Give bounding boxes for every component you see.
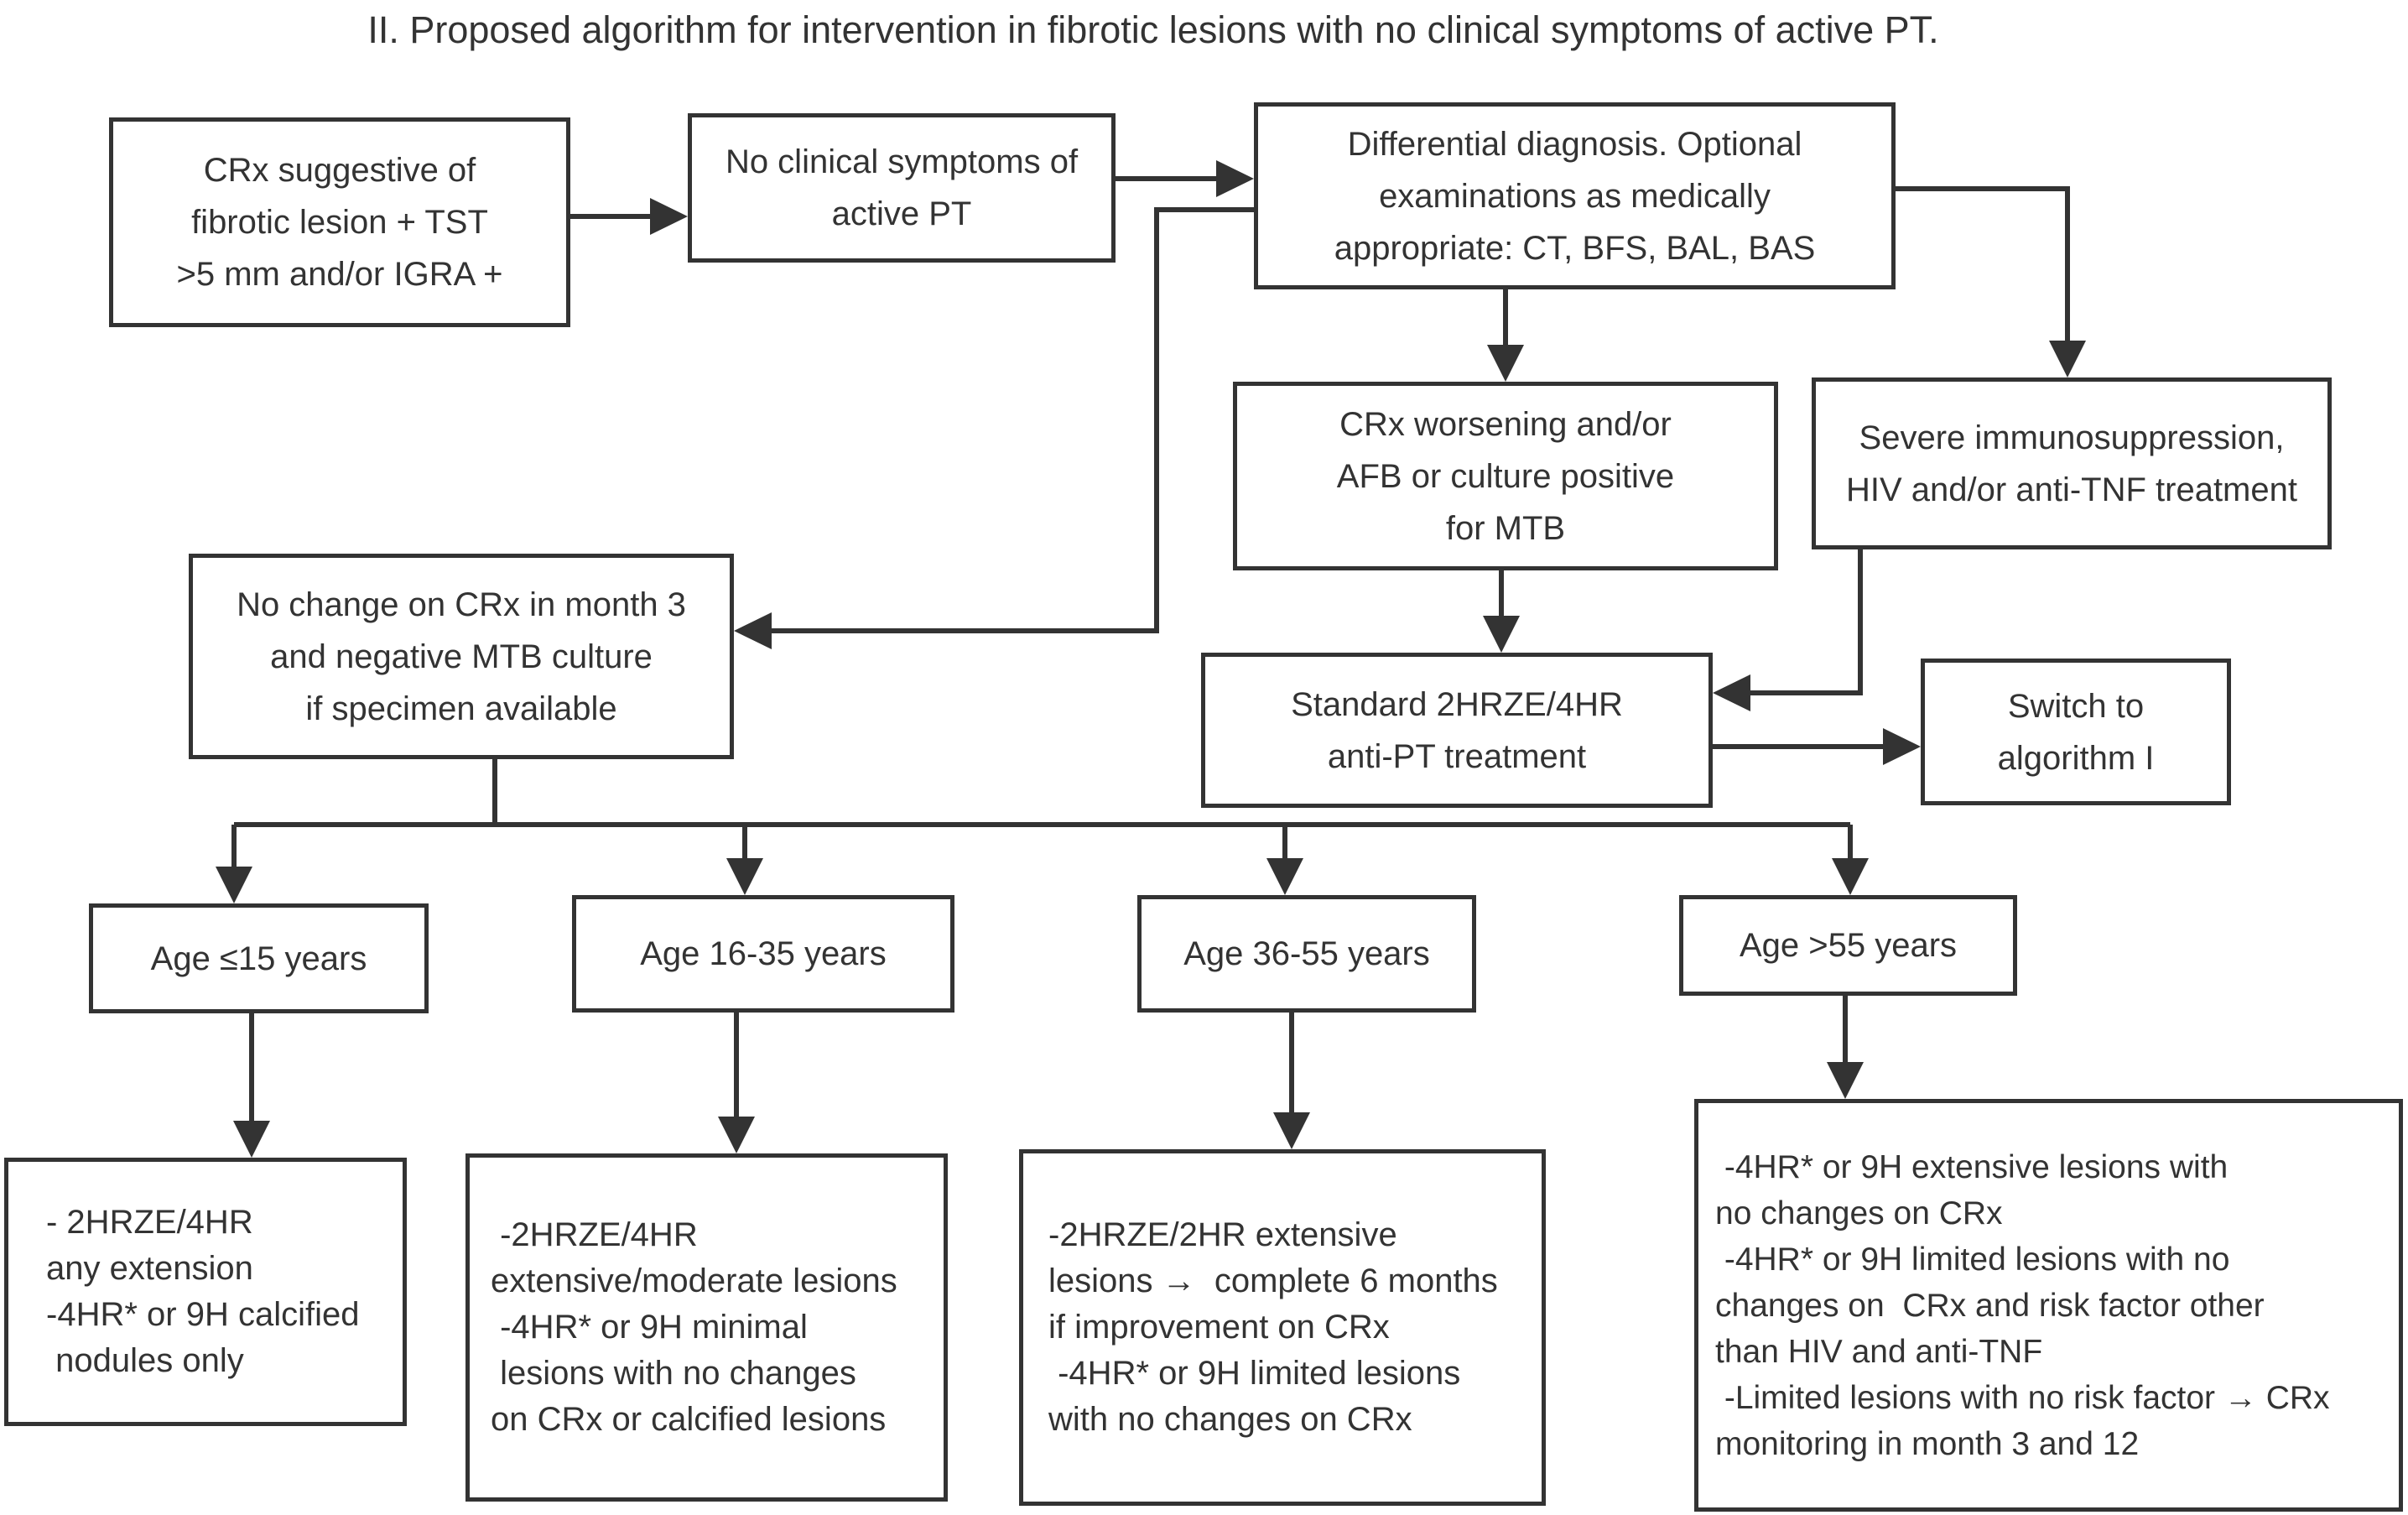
text-line: -2HRZE/2HR extensive <box>1048 1216 1397 1253</box>
edge-age15-to-treatment-arrow <box>233 1013 270 1158</box>
text-line: CRx suggestive of <box>203 152 476 189</box>
node-age-over-55: Age >55 years <box>1679 895 2017 996</box>
edge-nochange-branch-line <box>234 759 1850 827</box>
text-line: with no changes on CRx <box>1048 1401 1412 1438</box>
text-line: Age >55 years <box>1739 927 1958 964</box>
text-line: active PT <box>831 195 972 232</box>
text-line: -4HR* or 9H limited lesions <box>1048 1355 1461 1392</box>
edge-branch-to-age15-arrow <box>216 825 252 903</box>
figure-title: II. Proposed algorithm for intervention … <box>367 8 1939 51</box>
edge-differential-to-worsening-arrow <box>1487 289 1524 382</box>
text-line: changes on CRx and risk factor other <box>1715 1287 2265 1324</box>
text-line: fibrotic lesion + TST <box>191 204 488 241</box>
text-line: nodules only <box>46 1342 244 1379</box>
node-treatment-age-16-35: -2HRZE/4HR extensive/moderate lesions -4… <box>465 1153 948 1502</box>
node-age-36-55: Age 36-55 years <box>1137 895 1476 1013</box>
text-line: if improvement on CRx <box>1048 1309 1390 1346</box>
text-line: -2HRZE/4HR <box>491 1216 698 1253</box>
edge-branch-to-age16-35-arrow <box>726 825 763 895</box>
text-line: - 2HRZE/4HR <box>46 1204 253 1241</box>
text-line: Standard 2HRZE/4HR <box>1291 685 1623 723</box>
text-line: -4HR* or 9H calcified <box>46 1296 360 1333</box>
text-line: on CRx or calcified lesions <box>491 1401 887 1438</box>
text-line: appropriate: CT, BFS, BAL, BAS <box>1334 229 1816 267</box>
node-treatment-age-36-55: -2HRZE/2HR extensive lesions → complete … <box>1019 1149 1546 1506</box>
edge-age55-to-treatment-arrow <box>1827 996 1864 1099</box>
node-treatment-age-under-15: - 2HRZE/4HR any extension -4HR* or 9H ca… <box>4 1158 407 1426</box>
node-crx-worsening: CRx worsening and/or AFB or culture posi… <box>1233 382 1778 570</box>
text-line: any extension <box>46 1250 253 1287</box>
text-line: examinations as medically <box>1379 177 1771 215</box>
edge-crx-to-symptoms-arrow <box>570 198 688 235</box>
text-line: lesions → complete 6 months <box>1048 1262 1498 1299</box>
text-line: Differential diagnosis. Optional <box>1347 125 1802 163</box>
text-line: >5 mm and/or IGRA + <box>176 256 503 293</box>
node-no-change-crx: No change on CRx in month 3 and negative… <box>189 554 734 759</box>
node-crx-suggestive: CRx suggestive of fibrotic lesion + TST … <box>109 117 570 327</box>
text-line: Age 36-55 years <box>1183 935 1430 972</box>
edge-age16-35-to-treatment-arrow <box>718 1013 755 1153</box>
text-line: AFB or culture positive <box>1336 457 1675 495</box>
text-line: No change on CRx in month 3 <box>237 586 686 623</box>
text-line: anti-PT treatment <box>1327 737 1587 775</box>
text-line: Age 16-35 years <box>640 935 887 972</box>
edge-symptoms-to-differential-arrow <box>1116 160 1254 197</box>
node-switch-algorithm: Switch to algorithm I <box>1921 659 2231 805</box>
edge-differential-to-nochange-arrow <box>734 207 1254 649</box>
text-line: lesions with no changes <box>491 1355 856 1392</box>
text-line: -4HR* or 9H limited lesions with no <box>1715 1241 2230 1278</box>
edge-branch-to-age36-55-arrow <box>1266 825 1303 895</box>
text-line: no changes on CRx <box>1715 1195 2003 1231</box>
node-age-under-15: Age ≤15 years <box>89 903 429 1013</box>
text-line: -Limited lesions with no risk factor → C… <box>1715 1379 2330 1416</box>
text-line: -4HR* or 9H minimal <box>491 1309 808 1346</box>
edge-immunosuppression-to-standard-arrow <box>1713 549 1863 711</box>
edge-standard-to-switch-arrow <box>1713 728 1921 765</box>
edge-differential-to-immunosuppression-arrow <box>1896 186 2086 377</box>
text-line: Age ≤15 years <box>150 940 367 977</box>
edge-age36-55-to-treatment-arrow <box>1273 1013 1310 1149</box>
text-line: for MTB <box>1445 509 1566 547</box>
text-line: CRx worsening and/or <box>1339 405 1672 443</box>
text-line: if specimen available <box>305 690 617 727</box>
node-severe-immunosuppression: Severe immunosuppression, HIV and/or ant… <box>1812 377 2332 549</box>
text-line: algorithm I <box>1997 739 2155 777</box>
edge-branch-to-age55-arrow <box>1832 825 1869 895</box>
text-line: Severe immunosuppression, <box>1859 419 2285 456</box>
node-treatment-age-over-55: -4HR* or 9H extensive lesions with no ch… <box>1694 1099 2403 1512</box>
text-line: No clinical symptoms of <box>725 143 1079 180</box>
text-line: and negative MTB culture <box>270 638 653 675</box>
node-differential-diagnosis: Differential diagnosis. Optional examina… <box>1254 102 1896 289</box>
node-no-clinical-symptoms: No clinical symptoms of active PT <box>688 113 1116 263</box>
text-line: HIV and/or anti-TNF treatment <box>1846 471 2297 508</box>
node-age-16-35: Age 16-35 years <box>572 895 954 1013</box>
text-line: than HIV and anti-TNF <box>1715 1333 2043 1370</box>
text-line: -4HR* or 9H extensive lesions with <box>1715 1148 2229 1185</box>
node-standard-treatment: Standard 2HRZE/4HR anti-PT treatment <box>1201 653 1713 808</box>
edge-worsening-to-standard-arrow <box>1483 570 1520 653</box>
text-line: extensive/moderate lesions <box>491 1262 897 1299</box>
text-line: monitoring in month 3 and 12 <box>1715 1425 2140 1462</box>
text-line: Switch to <box>2007 687 2145 725</box>
